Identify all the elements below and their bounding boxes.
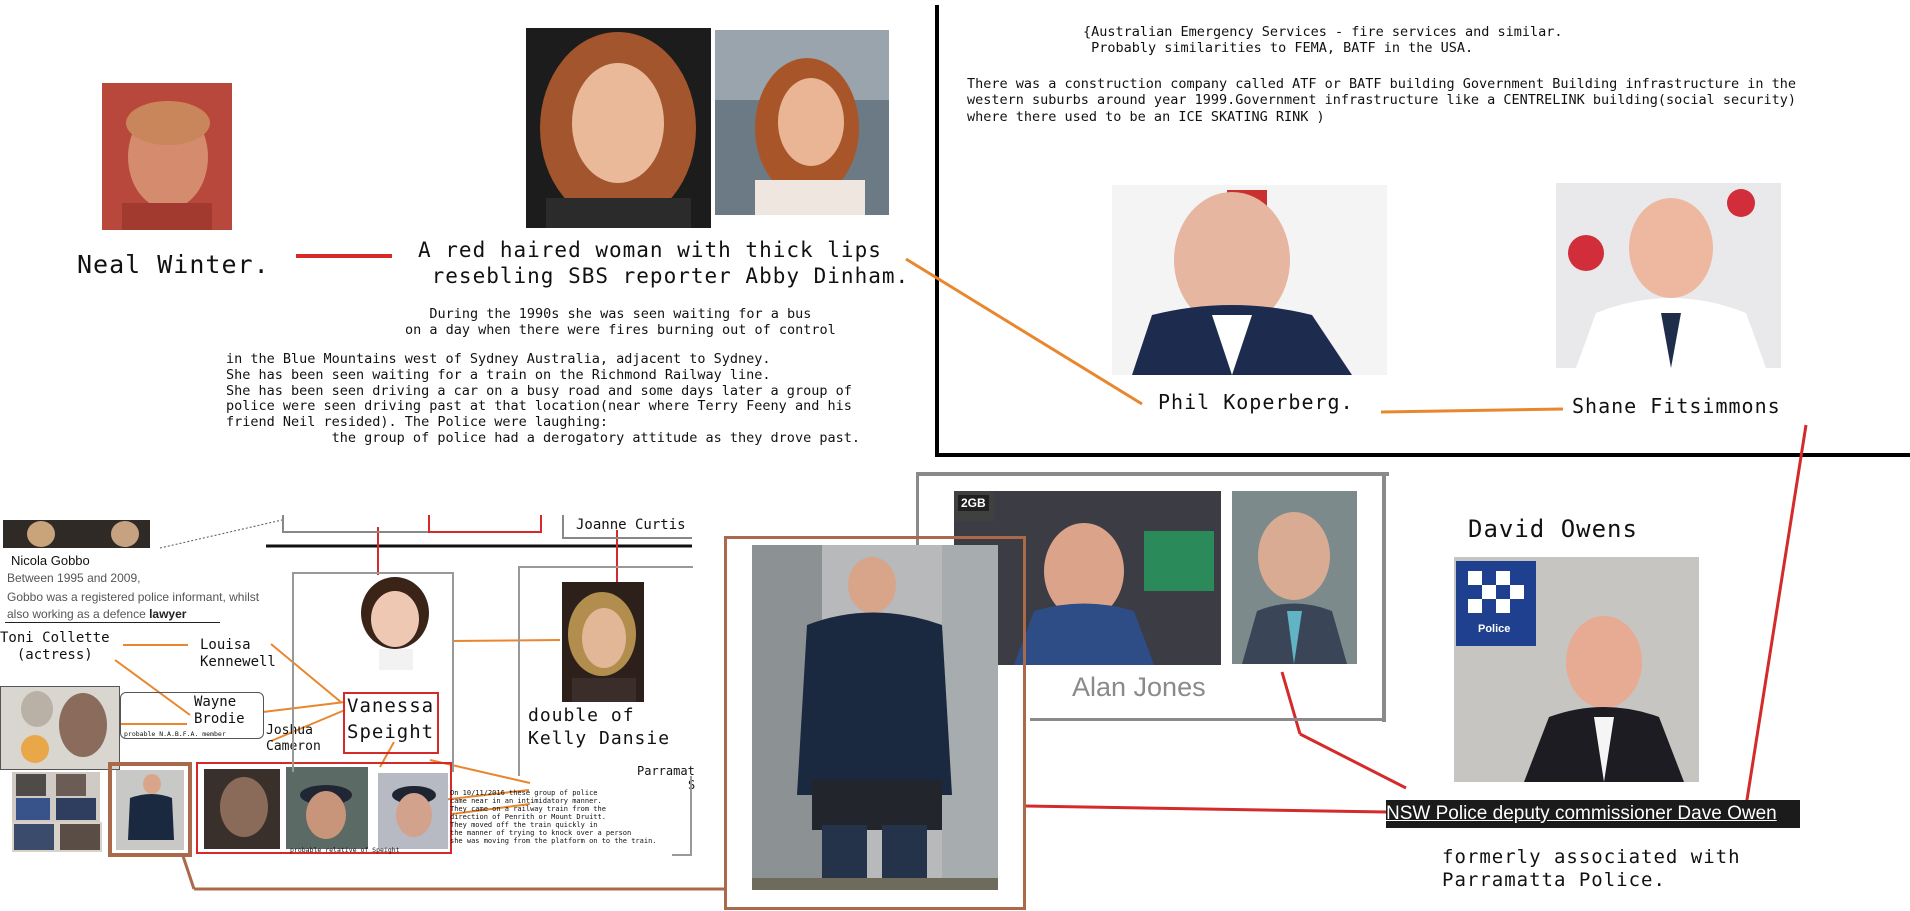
- wayne-brodie-label: Wayne Brodie: [194, 694, 245, 728]
- collage-photo-2: [12, 772, 100, 822]
- collage-photo-1: [0, 686, 120, 770]
- alan-jones-photo-1: 2GB: [954, 491, 1221, 665]
- small-officer-frame: [108, 762, 192, 857]
- red-haired-caption: A red haired woman with thick lips reseb…: [418, 238, 910, 288]
- phil-koperberg-photo: [1112, 185, 1387, 375]
- david-owens-label: David Owens: [1468, 515, 1638, 543]
- probable-relative-note: probable relative of Speight: [290, 846, 400, 854]
- gobbo-dotted-link: [159, 519, 283, 549]
- alan-jones-photo-2: [1232, 491, 1357, 664]
- gobbo-desc-lawyer: lawyer: [149, 607, 187, 621]
- police-strip-photo-2: [286, 767, 368, 849]
- police-strip-photo-3: [378, 773, 448, 849]
- kelly-column-box: [518, 566, 693, 776]
- vanessa-speight-label: Vanessa Speight: [347, 695, 435, 743]
- small-officer-photo: [116, 770, 184, 850]
- shane-label: Shane Fitsimmons: [1572, 394, 1781, 418]
- kelly-dansie-photo: [562, 582, 644, 702]
- gobbo-underline: [5, 622, 220, 623]
- shane-fitsimmons-photo: [1556, 183, 1781, 368]
- vanessa-speight-photo: [355, 575, 437, 670]
- alan-jones-label: Alan Jones: [1072, 672, 1206, 702]
- link-phil-shane: [1380, 407, 1564, 414]
- emergency-note-1: {Australian Emergency Services - fire se…: [1083, 24, 1563, 57]
- emergency-note-2: There was a construction company called …: [967, 76, 1797, 125]
- tree-box-red-top: [428, 515, 542, 533]
- alan-jones-frame-right: [1382, 472, 1386, 722]
- dave-owen-caption-bar: NSW Police deputy commissioner Dave Owen: [1386, 800, 1800, 828]
- police-logo-text: Police: [1478, 623, 1511, 635]
- link-officer-owen: [1025, 804, 1387, 814]
- link-officer-bottom: [181, 855, 196, 890]
- fires-caption: During the 1990s she was seen waiting fo…: [405, 306, 836, 339]
- wayne-brodie-box: [120, 692, 264, 739]
- tv-2gb-logo: 2GB: [958, 495, 989, 511]
- gobbo-name: Nicola Gobbo: [11, 553, 90, 568]
- alan-jones-frame-bottom: [1030, 718, 1386, 721]
- link-alan-owen-2: [1299, 732, 1407, 790]
- david-owens-photo: Police: [1454, 557, 1699, 782]
- gobbo-desc-1: Between 1995 and 2009,: [7, 571, 141, 585]
- neal-winter-photo: [102, 83, 232, 230]
- officer-photo-frame: [724, 536, 1026, 910]
- police-strip-photo-1: [204, 769, 280, 849]
- probable-nabfa-note: probable N.A.B.F.A. member: [124, 730, 226, 738]
- double-kelly-label: double of Kelly Dansie: [528, 705, 671, 750]
- vanessa-speight-box: [343, 692, 439, 754]
- vanessa-column-box: [292, 572, 454, 772]
- toni-collette-label: Toni Collette (actress): [0, 630, 110, 664]
- woman-story: in the Blue Mountains west of Sydney Aus…: [226, 351, 860, 446]
- link-shane-owen: [1744, 424, 1808, 807]
- joanne-curtis-label: Joanne Curtis: [576, 517, 686, 533]
- gobbo-desc-3a: also working as a defence: [7, 607, 150, 621]
- gobbo-desc-3: also working as a defence lawyer: [7, 607, 186, 621]
- train-story-note: On 10/11/2016 these group of police came…: [450, 789, 657, 846]
- link-woman-phil: [905, 257, 1143, 406]
- woman-photo-2: [715, 30, 889, 215]
- phil-label: Phil Koperberg.: [1158, 390, 1354, 414]
- collage-photo-3: [12, 822, 102, 852]
- tree-box-joanne: [562, 515, 692, 539]
- officer-photo: [752, 545, 998, 890]
- louisa-kennewell-label: Louisa Kennewell: [200, 637, 276, 671]
- gobbo-desc-2: Gobbo was a registered police informant,…: [7, 590, 260, 604]
- gobbo-photo-strip: [3, 520, 150, 548]
- woman-photo-1: [526, 28, 711, 228]
- parramat-bracket: [672, 776, 692, 856]
- formerly-parramatta: formerly associated with Parramatta Poli…: [1442, 846, 1741, 892]
- neal-winter-label: Neal Winter.: [77, 250, 270, 279]
- parramat-label: Parramat: [637, 764, 695, 778]
